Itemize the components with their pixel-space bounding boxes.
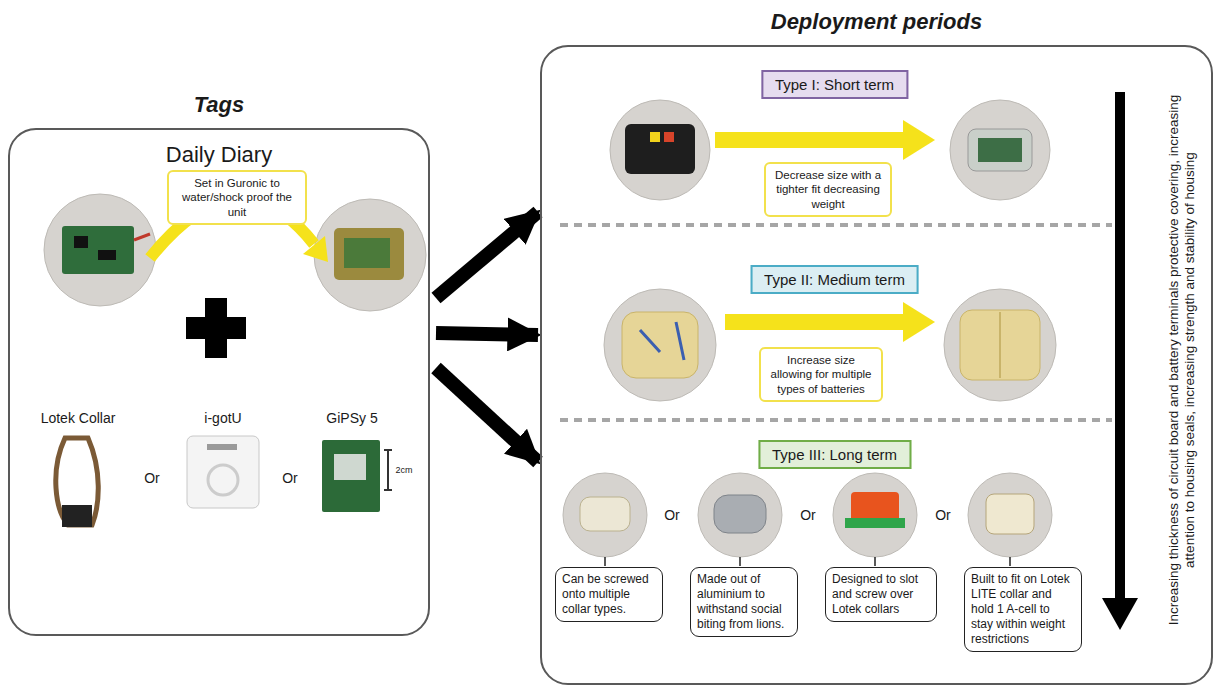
- leader-line: [874, 557, 876, 566]
- aluminium-housing: [714, 495, 766, 533]
- callout-text: Increase size allowing for multiple type…: [766, 353, 876, 396]
- photo-circle: [968, 473, 1052, 557]
- screw-housing: [580, 497, 630, 531]
- panel-heading: Tags: [10, 92, 428, 118]
- period-label: Type II: Medium term: [750, 265, 919, 294]
- deployment-panel: Decrease size with a tighter fit decreas…: [540, 45, 1213, 685]
- device-label: 2cm: [395, 465, 412, 475]
- callout-box: Made out of aluminium to withstand socia…: [690, 567, 798, 637]
- marker-ink: [640, 322, 684, 360]
- yellow-arrow: [715, 132, 905, 148]
- chip: [98, 250, 116, 260]
- flow-arrow: [436, 212, 538, 298]
- callout-text: Made out of aluminium to withstand socia…: [697, 572, 791, 632]
- logo-bar: [207, 444, 237, 450]
- callout-box: Can be screwed onto multiple collar type…: [555, 567, 663, 622]
- slot-housing: [851, 492, 899, 522]
- connector: [664, 132, 674, 142]
- arrow-head: [903, 302, 935, 342]
- photo-circle: [833, 473, 917, 557]
- callout-text: Set in Guronic to water/shock proof the …: [174, 176, 300, 219]
- photo-circle: [314, 199, 426, 311]
- period-band: Decrease size with a tighter fit decreas…: [542, 47, 1127, 227]
- circuit-board: [62, 226, 134, 274]
- device-label: i-gotU: [204, 410, 241, 426]
- connector: [650, 132, 660, 142]
- callout-text: Designed to slot and screw over Lotek co…: [832, 572, 930, 617]
- arrow-head: [303, 236, 328, 262]
- leader-line: [1009, 557, 1011, 566]
- gps-board: [322, 440, 380, 512]
- device-label: GiPSy 5: [326, 410, 377, 426]
- arrow-head: [1102, 598, 1138, 630]
- callout-box: Designed to slot and screw over Lotek co…: [825, 567, 937, 622]
- housing-seam: [999, 312, 1001, 378]
- collar-unit: [62, 505, 92, 527]
- gps-chip: [334, 454, 366, 480]
- callout-box: Increase size allowing for multiple type…: [759, 347, 883, 402]
- scale-bar: [387, 450, 389, 490]
- arrow-head: [903, 120, 935, 160]
- panel-heading: Deployment periods: [542, 9, 1211, 35]
- collar-slot: [845, 518, 905, 528]
- flow-arrow: [436, 333, 538, 335]
- lite-housing: [986, 494, 1034, 534]
- callout-box: Built to fit on Lotek LITE collar and ho…: [964, 567, 1082, 652]
- callout-box: Decrease size with a tighter fit decreas…: [764, 162, 892, 217]
- button-ring: [208, 465, 238, 495]
- circuit-board: [978, 138, 1022, 162]
- period-label: Type III: Long term: [758, 440, 911, 469]
- photo-circle: [610, 100, 710, 200]
- callout-text: Can be screwed onto multiple collar type…: [562, 572, 656, 617]
- device-label: Or: [144, 470, 160, 486]
- encased-unit: [334, 228, 404, 280]
- flow-arrow: [436, 368, 538, 462]
- photo-circle: [698, 473, 782, 557]
- device-label: Or: [282, 470, 298, 486]
- circuit-board: [344, 238, 390, 268]
- period-band: Increase size allowing for multiple type…: [542, 227, 1127, 422]
- period-band: Can be screwed onto multiple collar type…: [542, 422, 1127, 687]
- gps-logger: [187, 436, 259, 508]
- black-housing: [625, 124, 695, 174]
- period-label: Type I: Short term: [761, 70, 908, 99]
- scale-tick: [384, 489, 392, 491]
- photo-circle: [604, 289, 716, 401]
- callout-text: Decrease size with a tighter fit decreas…: [771, 168, 885, 211]
- callout-text: Built to fit on Lotek LITE collar and ho…: [971, 572, 1075, 647]
- chip: [74, 236, 88, 248]
- photo-circle: [950, 100, 1050, 200]
- scale-tick: [384, 449, 392, 451]
- dashed-separator: [560, 418, 1112, 422]
- yellow-arrow: [725, 314, 905, 330]
- callout-box: Set in Guronic to water/shock proof the …: [167, 170, 307, 225]
- device-label: Lotek Collar: [41, 410, 116, 426]
- plus-sign: [186, 317, 246, 339]
- photo-circle: [44, 194, 156, 306]
- photo-circle: [563, 473, 647, 557]
- foam-housing: [622, 312, 698, 378]
- panel-subtitle: Daily Diary: [10, 142, 428, 168]
- leader-line: [739, 557, 741, 566]
- battery-wire: [134, 234, 150, 240]
- trend-note: Increasing thickness of circuit board an…: [1166, 90, 1198, 630]
- tag-panel: Set in Guronic to water/shock proof the …: [8, 128, 430, 636]
- device-label: Or: [800, 507, 816, 523]
- photo-circle: [944, 289, 1056, 401]
- device-label: Or: [935, 507, 951, 523]
- clear-housing: [968, 129, 1032, 171]
- dashed-separator: [560, 223, 1112, 227]
- leader-line: [604, 557, 606, 566]
- device-label: Or: [664, 507, 680, 523]
- trend-arrow: [1115, 92, 1125, 600]
- foam-housing: [960, 310, 1040, 380]
